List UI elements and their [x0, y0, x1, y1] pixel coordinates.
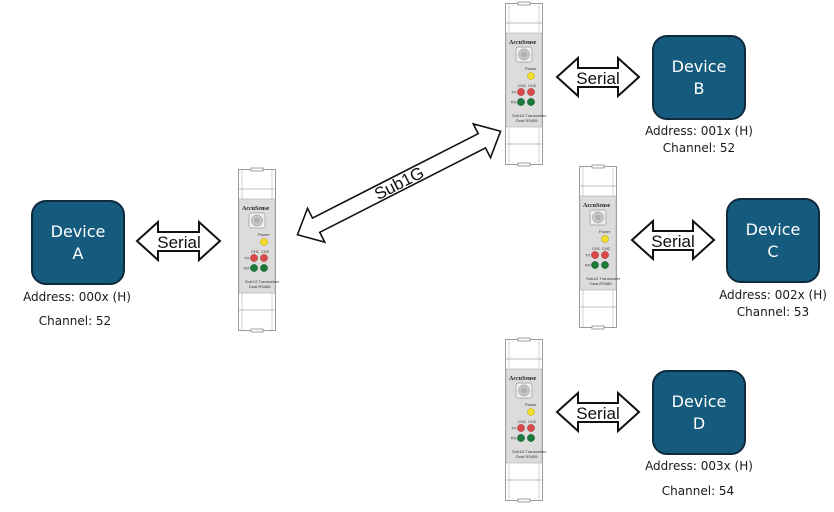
module-product-line1: Sub1G Transceiver — [512, 113, 547, 118]
serial-link-d: Serial — [555, 390, 641, 434]
double-arrow-icon — [135, 219, 222, 263]
module-ch2-label: CH2 — [261, 249, 270, 254]
module-rx-label: RX — [511, 436, 517, 441]
device-b-letter: B — [694, 79, 705, 98]
module-power-label: Power — [599, 229, 611, 234]
module-product-line2: Dual RS485 — [249, 284, 271, 289]
module-tx-label: TX — [244, 256, 249, 261]
device-a-letter: A — [73, 244, 84, 263]
module-power-label: Power — [258, 232, 270, 237]
module-rx-label: RX — [511, 100, 517, 105]
module-ch2-label: CH2 — [528, 419, 537, 424]
module-product-line1: Sub1G Transceiver — [586, 276, 621, 281]
transceiver-module-c: AccuSense Power CH1 CH2 TX RX Sub1G Tran… — [579, 164, 621, 330]
device-d-box — [652, 370, 746, 455]
device-b-title: Device — [672, 57, 727, 76]
module-tx-label: TX — [585, 253, 590, 258]
double-arrow-icon — [555, 55, 641, 99]
sub1g-label: Sub1G — [371, 163, 427, 204]
module-ch2-label: CH2 — [602, 246, 611, 251]
device-b-address: Address: 001x (H) — [645, 124, 753, 138]
module-brand: AccuSense — [583, 203, 611, 209]
transceiver-module-a: AccuSense Power CH1 CH2 TX RX Sub1G Tran… — [238, 167, 280, 333]
module-product-line1: Sub1G Transceiver — [245, 279, 280, 284]
device-d-title: Device — [672, 392, 727, 411]
module-power-label: Power — [525, 66, 537, 71]
module-tx-label: TX — [511, 426, 516, 431]
double-arrow-icon — [630, 218, 716, 262]
device-a-address: Address: 000x (H) — [23, 290, 131, 304]
double-arrow-icon — [296, 122, 502, 244]
transceiver-module-d: AccuSense Power CH1 CH2 TX RX Sub1G Tran… — [505, 337, 547, 503]
module-rx-label: RX — [585, 263, 591, 268]
module-product-line2: Dual RS485 — [590, 281, 612, 286]
serial-link-c: Serial — [630, 218, 716, 262]
module-product-line1: Sub1G Transceiver — [512, 449, 547, 454]
device-a-channel: Channel: 52 — [39, 314, 111, 328]
module-tx-label: TX — [511, 90, 516, 95]
module-ch1-label: CH1 — [518, 83, 527, 88]
device-c-box — [726, 198, 820, 283]
device-a-title: Device — [51, 222, 106, 241]
device-d: Device D Address: 003x (H) Channel: 54 — [645, 370, 753, 498]
module-brand: AccuSense — [509, 376, 537, 382]
serial-label: Serial — [576, 404, 619, 423]
device-b-box — [652, 35, 746, 120]
device-d-address: Address: 003x (H) — [645, 459, 753, 473]
device-c-address: Address: 002x (H) — [719, 288, 827, 302]
device-c: Device C Address: 002x (H) Channel: 53 — [719, 198, 827, 319]
module-product-line2: Dual RS485 — [516, 118, 538, 123]
module-power-label: Power — [525, 402, 537, 407]
serial-link-a: Serial — [135, 219, 222, 263]
sub1g-link: Sub1G — [296, 122, 502, 244]
device-c-letter: C — [767, 242, 778, 261]
device-c-title: Device — [746, 220, 801, 239]
module-rx-label: RX — [244, 266, 250, 271]
serial-label: Serial — [651, 232, 694, 251]
device-b: Device B Address: 001x (H) Channel: 52 — [645, 35, 753, 155]
module-product-line2: Dual RS485 — [516, 454, 538, 459]
serial-label: Serial — [157, 233, 200, 252]
serial-label: Serial — [576, 69, 619, 88]
serial-link-b: Serial — [555, 55, 641, 99]
device-b-channel: Channel: 52 — [663, 141, 735, 155]
device-a-box — [31, 200, 125, 285]
transceiver-module-b: AccuSense Power CH1 CH2 TX RX Sub1G Tran… — [505, 1, 547, 167]
device-d-letter: D — [693, 414, 705, 433]
module-ch1-label: CH1 — [251, 249, 260, 254]
device-d-channel: Channel: 54 — [662, 484, 734, 498]
module-ch1-label: CH1 — [518, 419, 527, 424]
double-arrow-icon — [555, 390, 641, 434]
module-ch1-label: CH1 — [592, 246, 601, 251]
module-brand: AccuSense — [242, 206, 270, 212]
module-brand: AccuSense — [509, 40, 537, 46]
module-ch2-label: CH2 — [528, 83, 537, 88]
device-c-channel: Channel: 53 — [737, 305, 809, 319]
device-a: Device A Address: 000x (H) Channel: 52 — [23, 200, 131, 328]
